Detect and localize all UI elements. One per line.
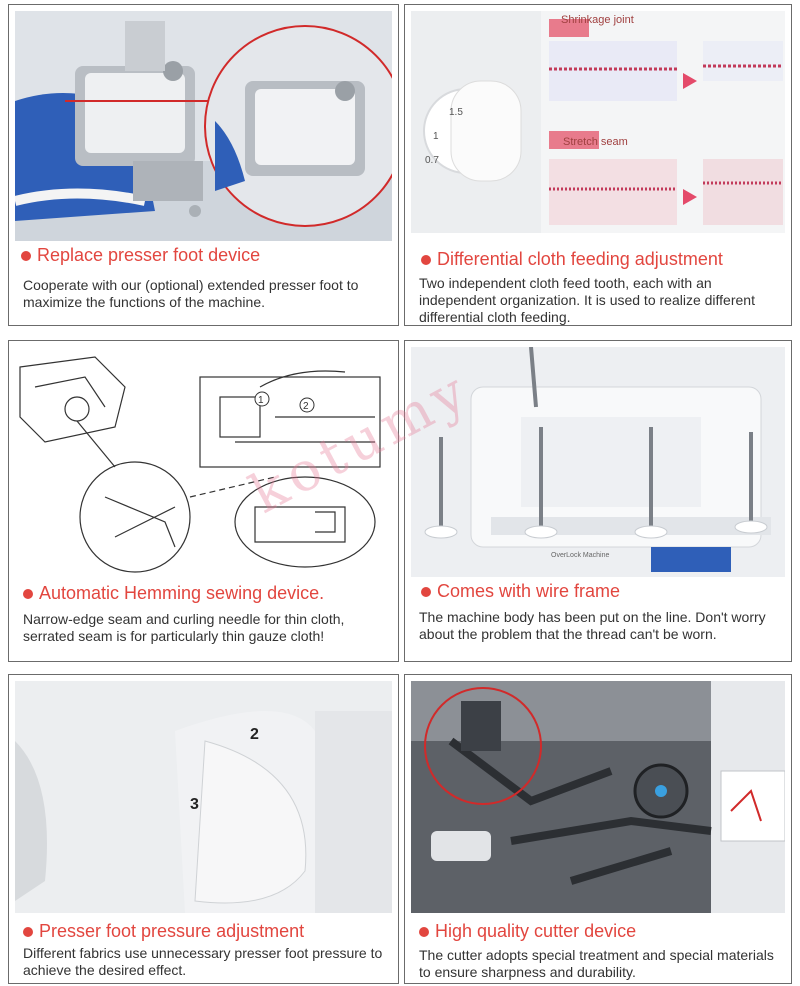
- shrinkage-label: Shrinkage joint: [561, 14, 634, 26]
- wire-frame-photo: OverLock Machine: [411, 347, 785, 577]
- red-dot-icon: [21, 250, 31, 261]
- dial-label: 2: [250, 726, 259, 743]
- panel-pressure: 2 3 Presser foot pressure adjustment Dif…: [8, 674, 399, 984]
- red-dot-icon: [23, 926, 33, 937]
- panel-title: Presser foot pressure adjustment: [23, 921, 304, 942]
- panel-wire-frame: OverLock Machine Comes with wire frame T…: [404, 340, 792, 662]
- hemming-diagram: 1 2: [15, 347, 392, 585]
- panel-description: Two independent cloth feed tooth, each w…: [419, 275, 755, 325]
- panel-differential-feed: 1.5 1 0.7 Shrinkage joint Stretch seam: [404, 4, 792, 326]
- panel-cutter: High quality cutter device The cutter ad…: [404, 674, 792, 984]
- panel-title-text: Differential cloth feeding adjustment: [437, 249, 723, 269]
- step-number: 1: [258, 395, 264, 406]
- dial-label: 3: [190, 796, 199, 813]
- red-dot-icon: [419, 926, 429, 937]
- panel-title-text: Replace presser foot device: [37, 245, 261, 265]
- panel-title-text: Comes with wire frame: [437, 581, 621, 601]
- panel-title-text: Automatic Hemming sewing device.: [39, 583, 325, 603]
- dial-label: 1.5: [449, 107, 463, 118]
- red-dot-icon: [23, 588, 33, 599]
- panel-title-text: High quality cutter device: [435, 921, 637, 941]
- pressure-dial-photo: 2 3: [15, 681, 392, 913]
- panel-description: The cutter adopts special treatment and …: [419, 947, 774, 980]
- cutter-photo: [411, 681, 785, 913]
- red-dot-icon: [421, 586, 431, 597]
- panel-hemming: 1 2 Automatic Hemming sewing device. Nar…: [8, 340, 399, 662]
- panel-presser-foot: Replace presser foot device Cooperate wi…: [8, 4, 399, 326]
- step-number: 2: [303, 401, 309, 412]
- panel-title: Differential cloth feeding adjustment: [421, 249, 723, 270]
- dial-label: 1: [433, 131, 439, 142]
- panel-title-text: Presser foot pressure adjustment: [39, 921, 305, 941]
- panel-title: Automatic Hemming sewing device.: [23, 583, 324, 604]
- panel-title: High quality cutter device: [419, 921, 636, 942]
- stretch-label: Stretch seam: [563, 136, 628, 148]
- panel-description: Cooperate with our (optional) extended p…: [23, 277, 359, 310]
- red-dot-icon: [421, 254, 431, 265]
- differential-feed-photo: 1.5 1 0.7 Shrinkage joint Stretch seam: [411, 11, 785, 233]
- panel-description: The machine body has been put on the lin…: [419, 609, 766, 642]
- panel-description: Different fabrics use unnecessary presse…: [23, 945, 383, 978]
- presser-foot-photo: [15, 11, 392, 241]
- panel-description: Narrow-edge seam and curling needle for …: [23, 611, 345, 644]
- machine-label: OverLock Machine: [551, 552, 609, 559]
- dial-label: 0.7: [425, 155, 439, 166]
- panel-title: Replace presser foot device: [21, 245, 260, 266]
- panel-title: Comes with wire frame: [421, 581, 620, 602]
